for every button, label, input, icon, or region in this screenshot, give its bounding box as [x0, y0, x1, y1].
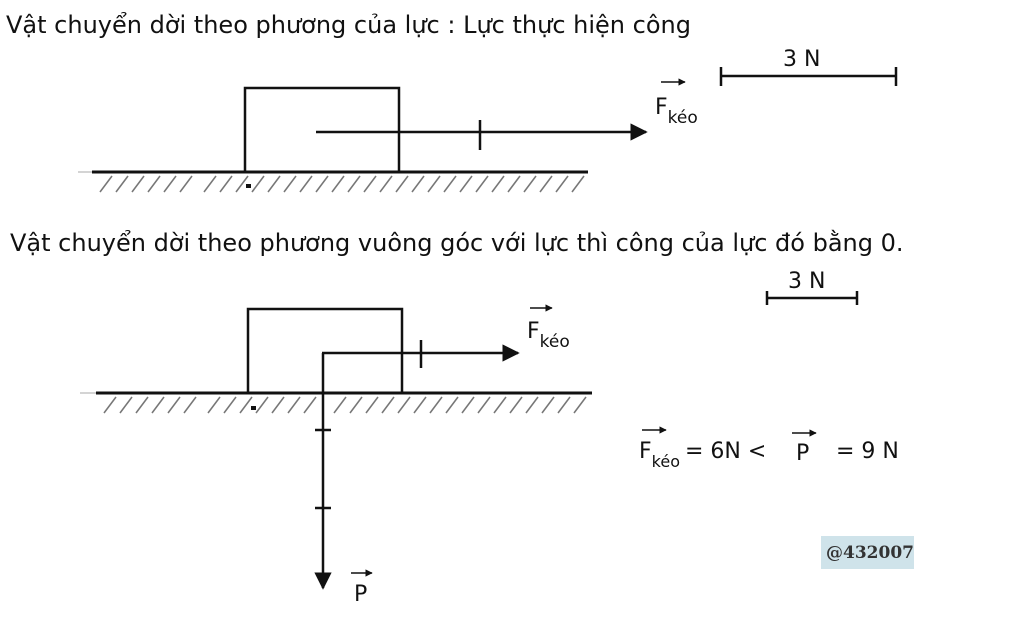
watermark-box — [821, 536, 914, 569]
scale-label-2: 3 N — [788, 269, 825, 294]
block-2 — [246, 307, 404, 395]
comparison-f-value: = 6N < — [685, 439, 766, 464]
comparison-f: Fkéo — [639, 439, 680, 471]
ground-1 — [78, 170, 588, 193]
block-1 — [243, 86, 401, 174]
force-arrow-1 — [316, 120, 648, 150]
force-arrow-2 — [322, 340, 520, 368]
force-symbol-2: F — [527, 319, 540, 344]
force-label-1: Fkéo — [655, 95, 698, 128]
comparison-f-symbol: F — [639, 439, 652, 464]
force-label-2: Fkéo — [527, 319, 570, 352]
comparison-f-subscript: kéo — [652, 452, 680, 471]
scale-bar-1 — [719, 67, 898, 86]
weight-label: P — [354, 582, 367, 607]
caption-1: Vật chuyển dời theo phương của lực : Lực… — [6, 11, 691, 39]
watermark: @432007 — [826, 543, 914, 563]
force-symbol-1: F — [655, 95, 668, 120]
comparison-p-symbol: P — [796, 441, 809, 466]
scale-bar-2 — [765, 291, 859, 305]
caption-2: Vật chuyển dời theo phương vuông góc với… — [10, 228, 904, 257]
ground-2 — [80, 391, 592, 414]
weight-arrow — [314, 353, 332, 590]
comparison-p-value: = 9 N — [836, 439, 899, 464]
scale-label-1: 3 N — [783, 47, 820, 72]
force-subscript-2: kéo — [540, 332, 570, 352]
force-subscript-1: kéo — [668, 108, 698, 128]
